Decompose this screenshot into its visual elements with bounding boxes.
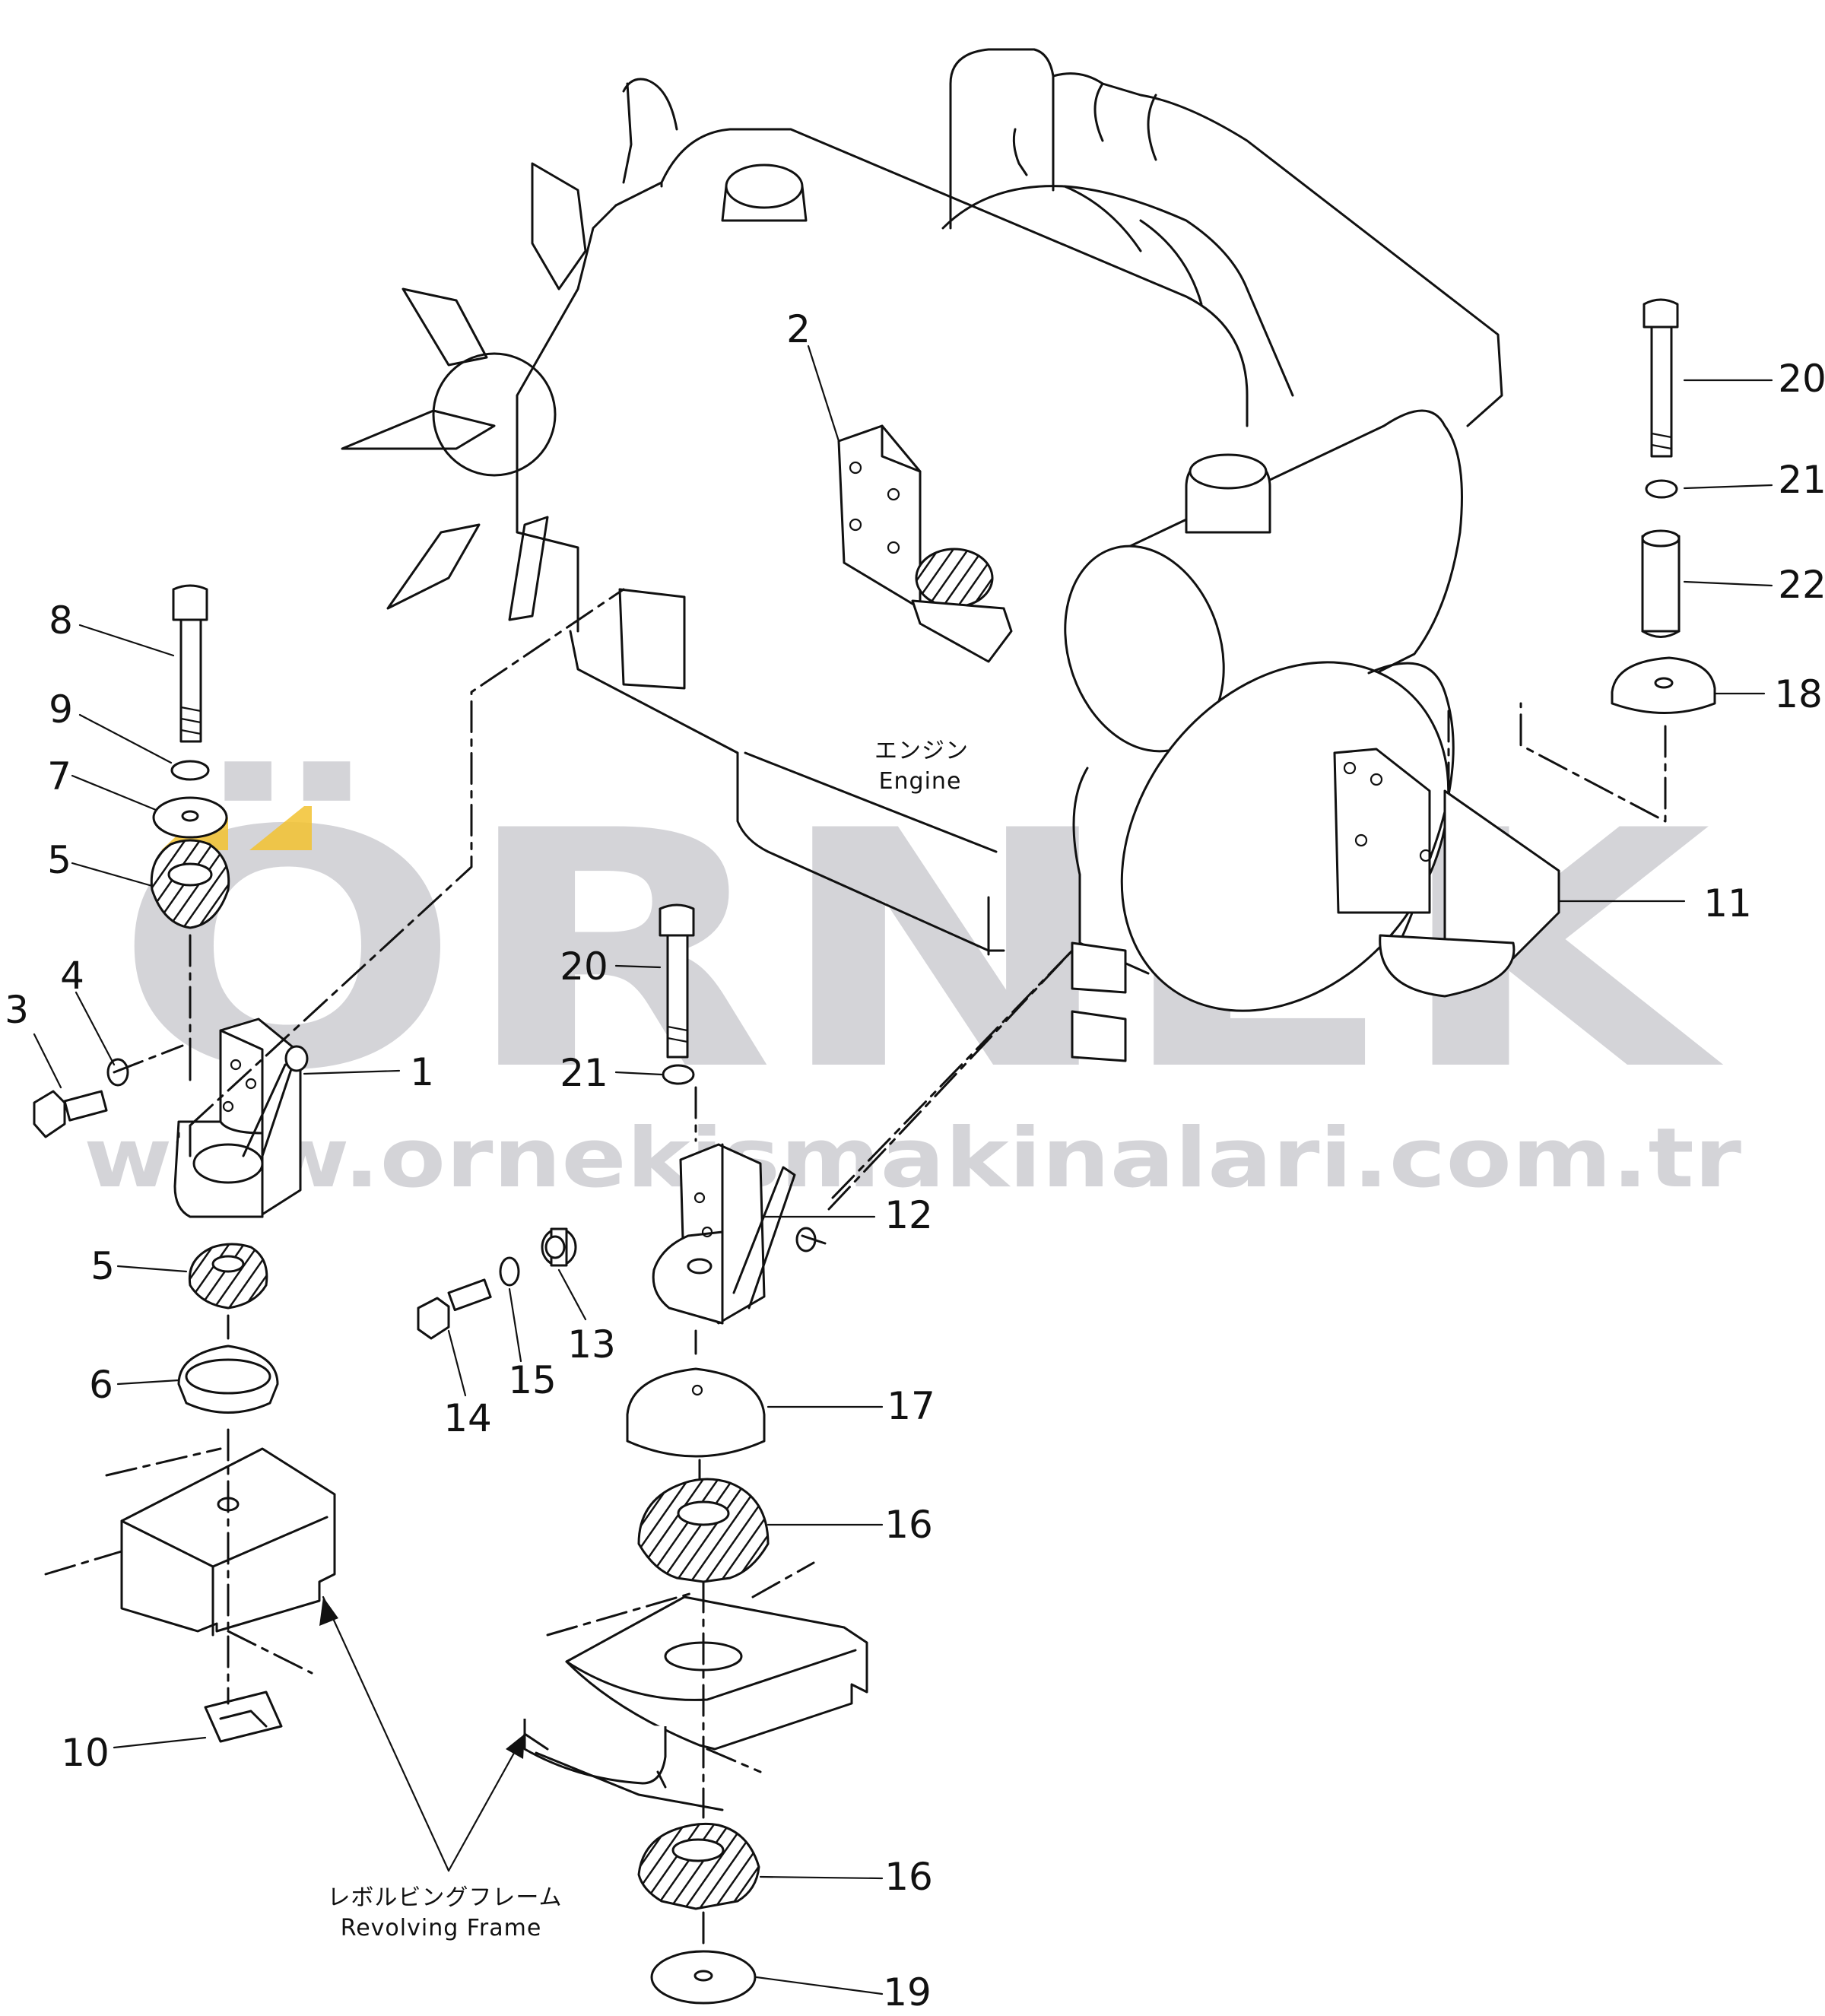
engine-label-en: Engine: [879, 768, 962, 795]
right-mount-stack: [1447, 298, 1716, 823]
watermark-url: www.ornekismakinalari.com.tr: [84, 1111, 1741, 1206]
callout-11: 11: [1703, 881, 1752, 925]
callout-9: 9: [49, 687, 73, 732]
engine-label-jp: エンジン: [874, 738, 969, 764]
engine-rear-bracket: [1071, 941, 1127, 994]
callout-16-lower: 16: [884, 1855, 933, 1899]
callout-8: 8: [49, 598, 73, 643]
callout-14: 14: [443, 1396, 492, 1440]
callout-2: 2: [786, 307, 811, 351]
callout-12: 12: [884, 1193, 933, 1237]
callout-21-right: 21: [1778, 458, 1825, 502]
callout-16-upper: 16: [884, 1503, 933, 1547]
callout-numbers: 1 2 3 4 5 5 6 7 8 9 10 11 12 13 14 15 16…: [5, 307, 1825, 2014]
engine-side-bracket: [618, 588, 686, 690]
callout-1: 1: [410, 1050, 434, 1094]
alignment-line-front: [177, 588, 625, 1157]
watermark-accent-mark: [161, 806, 312, 850]
leader-lines: [33, 344, 1773, 1995]
front-mount-stack: [33, 584, 336, 1743]
callout-10: 10: [61, 1731, 110, 1775]
bracket-2: [837, 424, 1013, 663]
callout-5-lower: 5: [90, 1244, 115, 1288]
rear-mount-stack: [417, 903, 1074, 2005]
callout-7: 7: [47, 754, 71, 798]
callout-17: 17: [887, 1384, 935, 1428]
callout-4: 4: [60, 954, 84, 998]
callout-6: 6: [89, 1363, 113, 1407]
frame-label-jp: レボルビングフレーム: [327, 1884, 562, 1911]
callout-5-upper: 5: [47, 838, 71, 882]
bracket-11: [1333, 748, 1560, 998]
callout-21-middle: 21: [560, 1051, 608, 1095]
frame-label-en: Revolving Frame: [341, 1915, 542, 1941]
callout-3: 3: [5, 988, 29, 1032]
callout-15: 15: [508, 1358, 557, 1402]
callout-20-middle: 20: [560, 945, 608, 989]
callout-22: 22: [1778, 563, 1825, 607]
callout-13: 13: [567, 1322, 616, 1367]
callout-19: 19: [883, 1970, 932, 2014]
callout-18: 18: [1774, 672, 1823, 716]
callout-20-right: 20: [1778, 357, 1825, 401]
